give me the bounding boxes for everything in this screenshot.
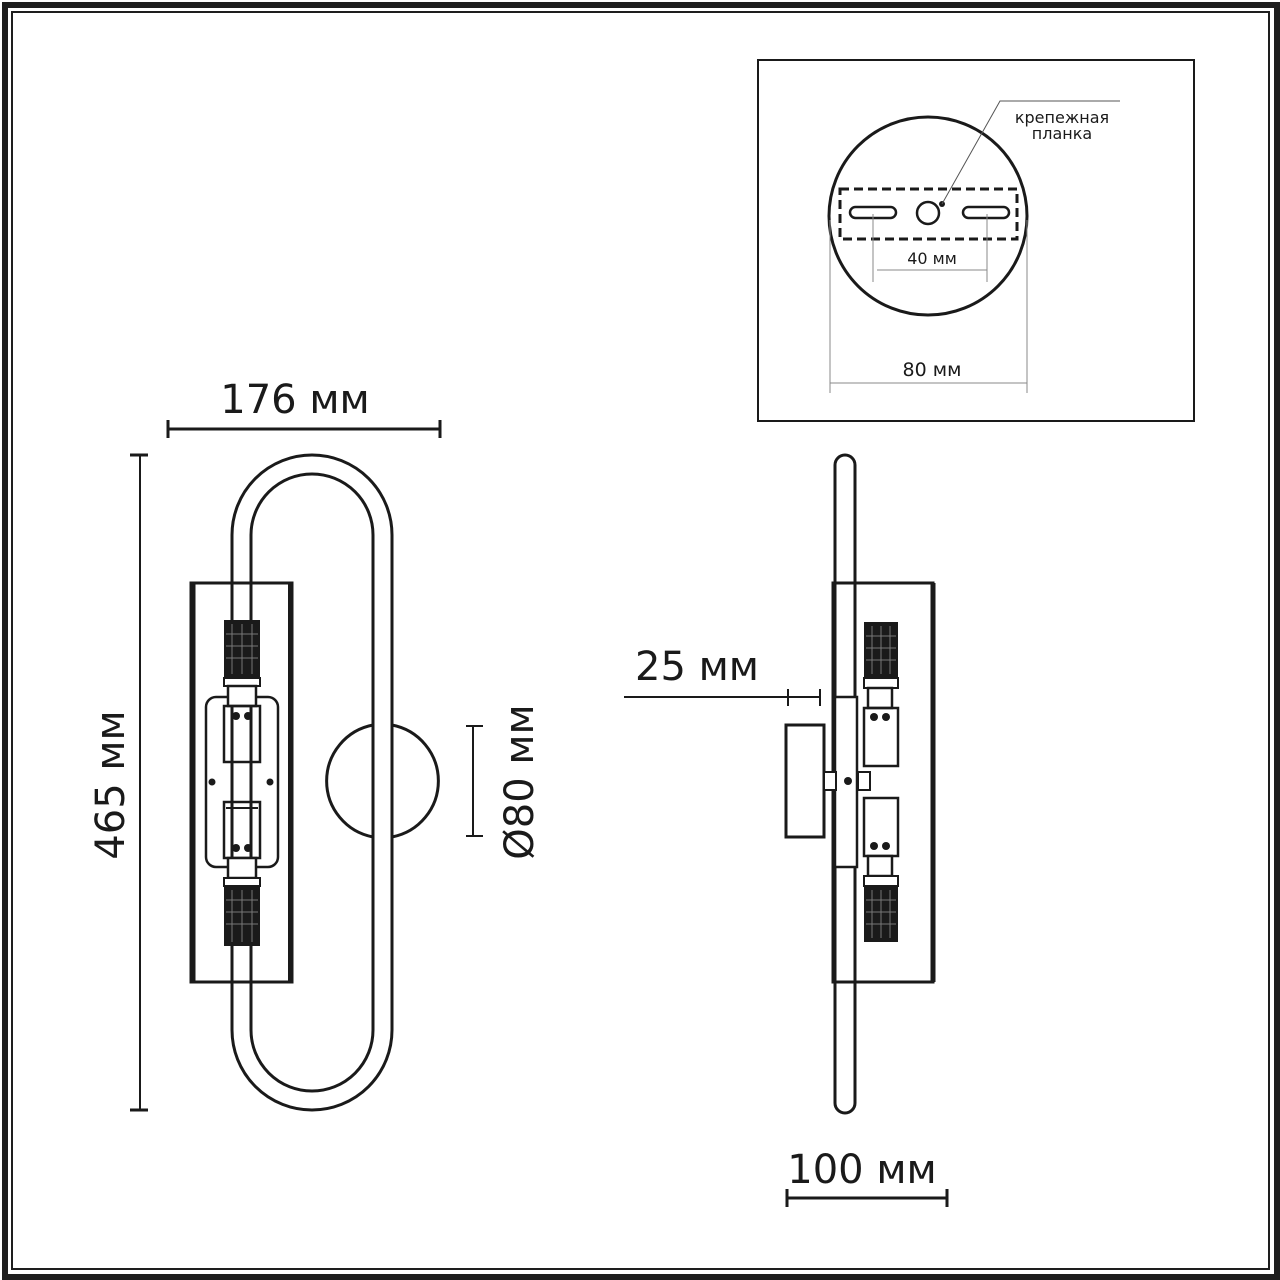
side-rod <box>833 453 857 1115</box>
side-driver-top <box>862 706 900 768</box>
side-led-grid-bottom <box>866 890 896 938</box>
led-grid-top <box>226 624 258 674</box>
side-connector <box>823 771 837 791</box>
oval-tube-inner <box>249 472 375 1093</box>
led-connector-bottom <box>223 877 261 887</box>
mounting-plate-outline <box>838 187 1019 241</box>
center-hole <box>915 200 941 226</box>
wall-offset-label: 25 мм <box>635 644 759 690</box>
socket-pin <box>232 844 240 852</box>
callout-label-line2: планка <box>1032 124 1092 143</box>
base-disc-left-half <box>325 723 374 839</box>
led-socket-bottom <box>226 856 258 880</box>
side-view: 25 мм 100 мм <box>624 453 949 1207</box>
side-connector <box>857 771 871 791</box>
bracket-screw-left <box>208 778 216 786</box>
mounting-inset: крепежная планка 40 мм 80 мм <box>757 59 1195 422</box>
side-wall-base <box>784 723 826 839</box>
oval-tube-outer <box>230 453 394 1112</box>
side-screw <box>844 777 852 785</box>
hole-spacing-label: 40 мм <box>907 249 957 268</box>
inset-frame <box>757 59 1195 422</box>
side-driver-bottom <box>862 796 900 858</box>
base-circle <box>827 115 1029 317</box>
socket-pin <box>244 844 252 852</box>
depth-label: 100 мм <box>787 1147 936 1193</box>
driver-box-top <box>222 704 262 764</box>
callout-leader-line <box>941 100 1120 205</box>
mounting-slot-right <box>961 205 1011 220</box>
height-label: 465 мм <box>88 710 134 859</box>
bracket-screw-right <box>266 778 274 786</box>
callout-label-line1: крепежная <box>1015 108 1109 127</box>
side-led-grid-top <box>866 626 896 674</box>
led-grid-bottom <box>226 890 258 942</box>
base-disc-right-half <box>391 723 440 839</box>
socket-pin <box>244 712 252 720</box>
base-diameter-label: Ø80 мм <box>497 704 543 859</box>
inset-base-diameter-label: 80 мм <box>903 359 962 381</box>
width-label: 176 мм <box>220 377 369 423</box>
socket-pin <box>232 712 240 720</box>
front-view: 176 мм 465 мм <box>88 377 543 1112</box>
led-socket-top <box>226 684 258 708</box>
inner-frame-border <box>11 11 1270 1270</box>
